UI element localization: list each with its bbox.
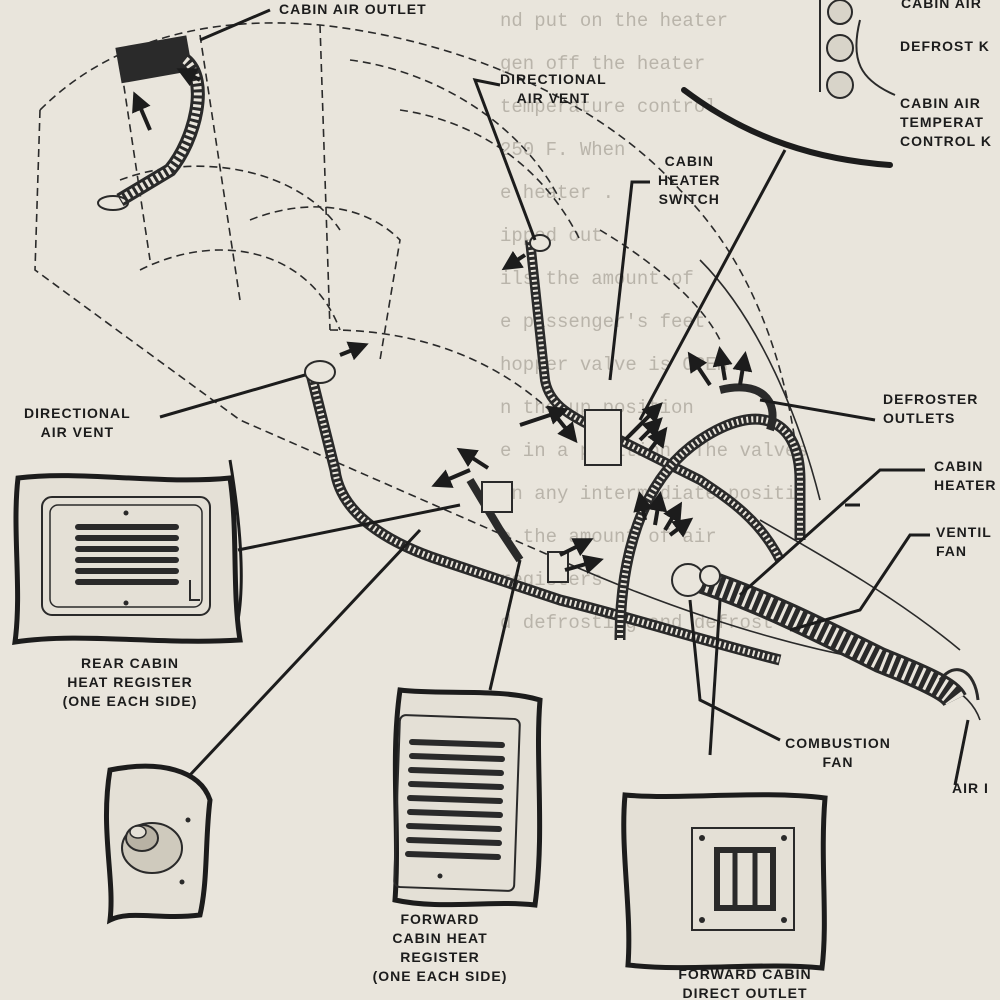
- label-line: CABIN: [664, 153, 714, 169]
- label-line: FORWARD: [400, 911, 480, 927]
- rear-cabin-heat-register-inset: [12, 473, 243, 645]
- label-directional-air-vent-top: DIRECTIONAL AIR VENT: [500, 70, 607, 108]
- bg-line: gen off the heater: [500, 53, 706, 75]
- bg-line: ils the amount of: [500, 268, 694, 290]
- fuselage-lower: [559, 259, 981, 721]
- bg-line: e the amount of air: [500, 526, 717, 548]
- label-directional-air-vent-left: DIRECTIONAL AIR VENT: [24, 404, 131, 442]
- heater-components: [304, 234, 980, 701]
- valve-knob-inset: [104, 763, 213, 925]
- label-defrost-knob: DEFROST K: [900, 38, 990, 54]
- cabin-air-knob-icon: [827, 0, 853, 25]
- leader-lines: [159, 8, 970, 786]
- label-line: DIRECT OUTLET: [682, 985, 808, 1000]
- bg-line: e passenger's feet: [500, 311, 706, 333]
- bg-line: temperature control: [500, 96, 717, 118]
- bg-line: e in a position. The valves: [500, 440, 808, 462]
- label-line: (ONE EACH SIDE): [62, 693, 198, 709]
- label-line: FAN: [936, 543, 967, 559]
- forward-cabin-direct-outlet-inset: [621, 792, 828, 971]
- label-line: CABIN HEAT: [392, 930, 488, 946]
- label-defroster-outlets: DEFROSTER OUTLETS: [883, 390, 978, 428]
- label-cabin-heater-switch: CABIN HEATER SWITCH: [658, 152, 721, 209]
- label-line: (ONE EACH SIDE): [372, 968, 508, 984]
- label-line: OUTLETS: [883, 410, 956, 426]
- airflow-arrows: [339, 250, 753, 575]
- control-panel: [681, 0, 896, 168]
- label-line: HEAT REGISTER: [67, 674, 193, 690]
- label-line: HEATER: [934, 477, 997, 493]
- label-line: CONTROL K: [900, 133, 992, 149]
- label-line: VENTIL: [936, 524, 992, 540]
- label-line: REAR CABIN: [81, 655, 179, 671]
- temperature-knob-icon: [826, 71, 854, 99]
- label-line: DEFROSTER: [883, 391, 979, 407]
- label-line: FAN: [822, 754, 854, 770]
- label-combustion-fan: COMBUSTION FAN: [773, 734, 903, 772]
- label-line: COMBUSTION: [785, 735, 891, 751]
- label-temperature-control-knob: CABIN AIR TEMPERAT CONTROL K: [900, 94, 992, 151]
- label-cabin-air-knob: CABIN AIR: [901, 0, 982, 11]
- label-cabin-heater: CABIN HEATER: [934, 457, 997, 495]
- label-forward-cabin-direct-outlet: FORWARD CABIN DIRECT OUTLET: [665, 965, 825, 1000]
- label-line: AIR VENT: [516, 90, 590, 106]
- label-line: TEMPERAT: [900, 114, 984, 130]
- label-line: CABIN AIR: [900, 95, 981, 111]
- label-air-inlet: AIR I: [952, 780, 989, 796]
- label-line: SWITCH: [658, 191, 720, 207]
- cabin-air-outlet-duct: [97, 35, 205, 211]
- cabin-outline: [34, 22, 801, 561]
- label-rear-cabin-heat-register: REAR CABIN HEAT REGISTER (ONE EACH SIDE): [40, 654, 220, 711]
- label-line: DIRECTIONAL: [24, 405, 131, 421]
- label-line: REGISTER: [400, 949, 480, 965]
- defrost-knob-icon: [826, 34, 854, 62]
- label-ventilation-fan: VENTIL FAN: [936, 523, 992, 561]
- label-line: DIRECTIONAL: [500, 71, 607, 87]
- forward-cabin-heat-register-inset: [392, 687, 543, 908]
- heater-ducts: [304, 239, 967, 708]
- label-cabin-air-outlet: CABIN AIR OUTLET: [279, 1, 427, 17]
- label-line: HEATER: [658, 172, 721, 188]
- label-forward-cabin-heat-register: FORWARD CABIN HEAT REGISTER (ONE EACH SI…: [355, 910, 525, 986]
- label-line: AIR VENT: [40, 424, 114, 440]
- bg-line: nd put on the heater: [500, 10, 729, 32]
- label-line: CABIN: [934, 458, 984, 474]
- label-line: FORWARD CABIN: [678, 966, 812, 982]
